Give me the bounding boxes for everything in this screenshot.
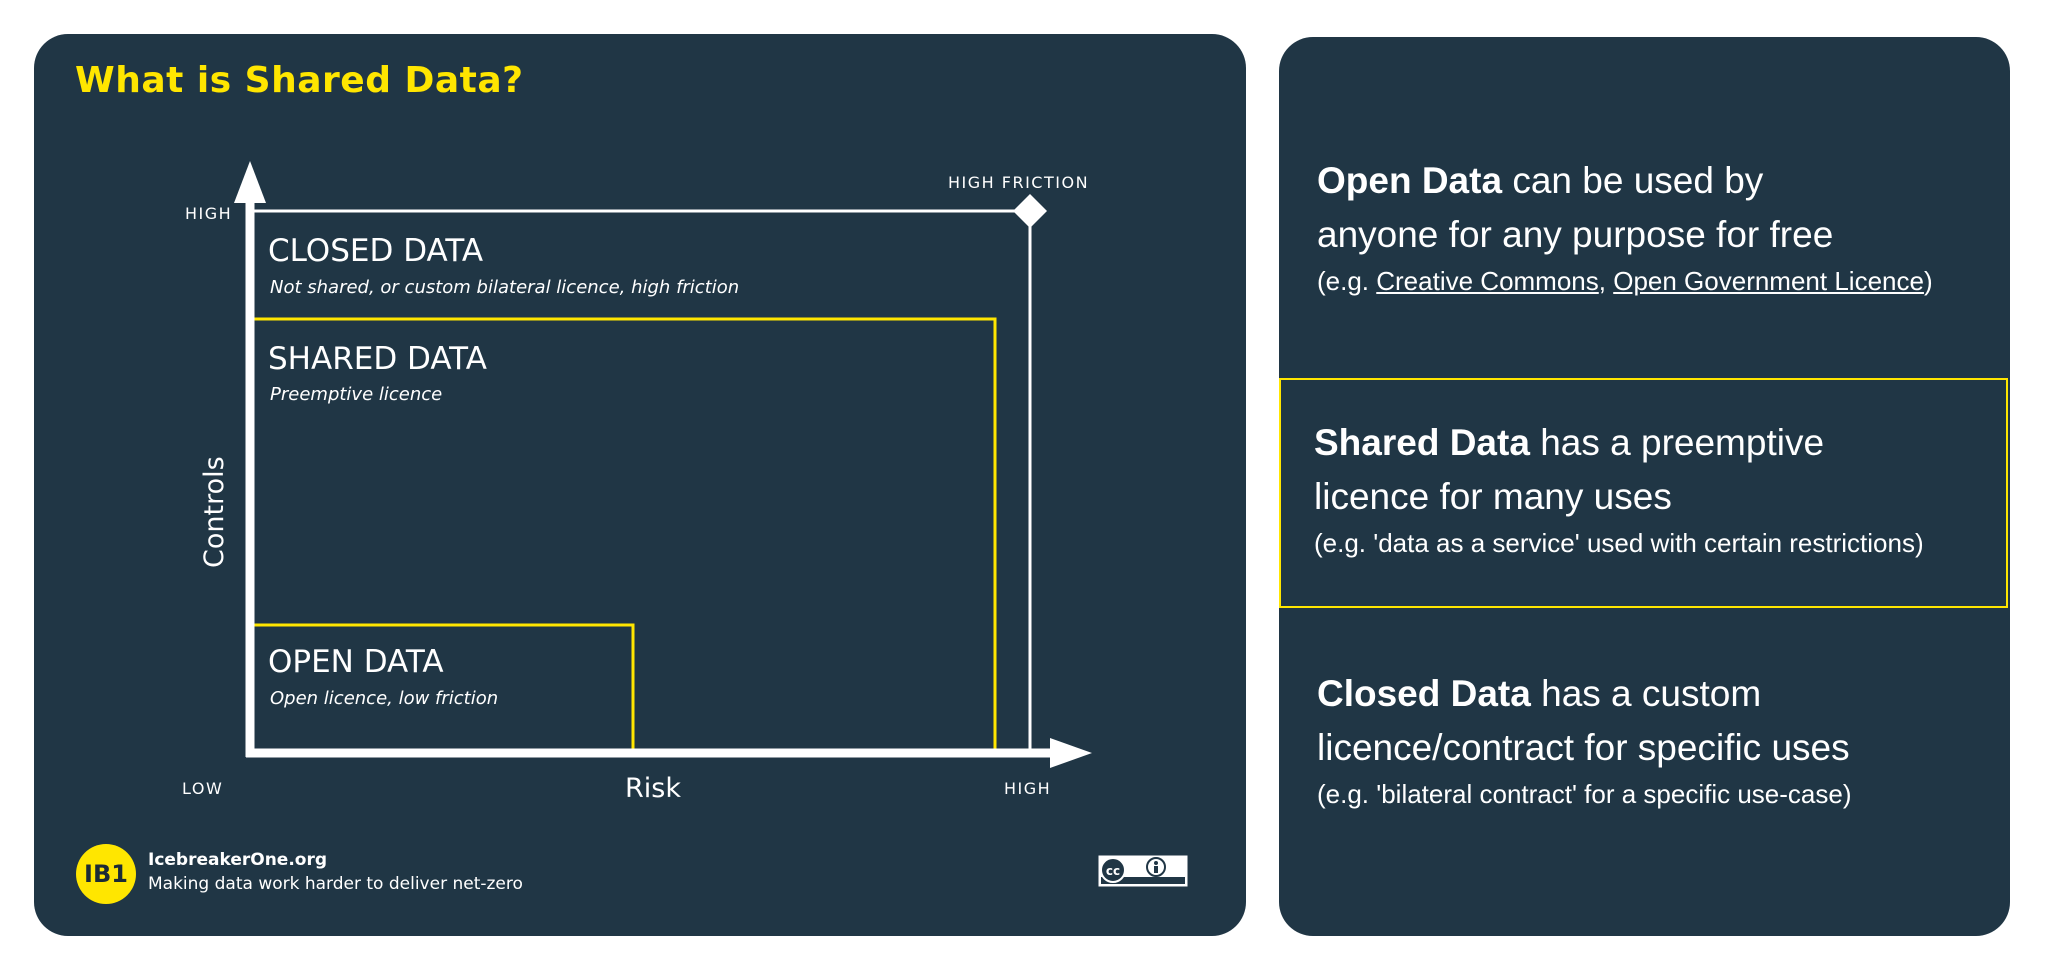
shared-data-region — [250, 317, 997, 753]
footer-tagline: Making data work harder to deliver net-z… — [148, 874, 523, 894]
x-axis-title: Risk — [625, 773, 681, 804]
shared-data-label: SHARED DATA — [268, 341, 487, 377]
open-data-region — [250, 623, 635, 753]
x-low-label: LOW — [182, 779, 223, 798]
open-data-description: Open Data can be used by anyone for any … — [1317, 154, 1933, 300]
open-data-subtitle: Open licence, low friction — [270, 688, 498, 709]
shared-data-description: Shared Data has a preemptive licence for… — [1314, 416, 1924, 562]
high-friction-label: HIGH FRICTION — [948, 173, 1089, 192]
ib1-logo: IB1 — [76, 844, 136, 904]
shared-data-example: (e.g. 'data as a service' used with cert… — [1314, 528, 1924, 558]
closed-data-term: Closed Data — [1317, 673, 1531, 714]
open-example-separator: , — [1598, 266, 1614, 296]
closed-data-text-2: licence/contract for specific uses — [1317, 727, 1850, 768]
descriptions-panel: Open Data can be used by anyone for any … — [1279, 37, 2010, 936]
closed-data-example: (e.g. 'bilateral contract' for a specifi… — [1317, 779, 1852, 809]
closed-data-label: CLOSED DATA — [268, 233, 483, 269]
open-example-suffix: ) — [1923, 266, 1933, 296]
open-government-licence-link[interactable]: Open Government Licence — [1613, 266, 1924, 296]
svg-text:cc: cc — [1106, 864, 1120, 878]
closed-data-subtitle: Not shared, or custom bilateral licence,… — [270, 277, 739, 298]
shared-data-term: Shared Data — [1314, 422, 1530, 463]
open-data-example: (e.g. Creative Commons, Open Government … — [1317, 262, 1933, 300]
y-axis-arrowhead — [234, 161, 266, 203]
open-data-label: OPEN DATA — [268, 644, 444, 680]
footer-org: IcebreakerOne.org — [148, 850, 328, 870]
shared-data-diagram: HIGH LOW HIGH HIGH FRICTION Risk Control… — [182, 161, 1092, 804]
shared-data-text-2: licence for many uses — [1314, 476, 1672, 517]
x-high-label: HIGH — [1004, 779, 1051, 798]
diagram-title: What is Shared Data? — [75, 60, 524, 101]
closed-data-text-1: has a custom — [1530, 673, 1762, 714]
shared-data-subtitle: Preemptive licence — [270, 384, 442, 405]
diagram-panel: What is Shared Data? HIGH LOW HIGH HIGH … — [34, 34, 1246, 936]
creative-commons-link[interactable]: Creative Commons — [1376, 266, 1599, 296]
open-data-text-2: anyone for any purpose for free — [1317, 214, 1834, 255]
shared-data-highlight-box — [1279, 378, 2008, 608]
y-axis-title: Controls — [199, 456, 230, 568]
open-data-text-1: can be used by — [1502, 160, 1764, 201]
closed-data-description: Closed Data has a custom licence/contrac… — [1317, 667, 1852, 813]
open-data-term: Open Data — [1317, 160, 1503, 201]
open-example-prefix: (e.g. — [1317, 266, 1377, 296]
y-high-label: HIGH — [185, 204, 232, 223]
shared-data-text-1: has a preemptive — [1529, 422, 1825, 463]
cc-by-icon: cc — [1098, 855, 1188, 887]
x-axis-arrowhead — [1050, 738, 1092, 768]
high-friction-marker — [1013, 194, 1047, 228]
